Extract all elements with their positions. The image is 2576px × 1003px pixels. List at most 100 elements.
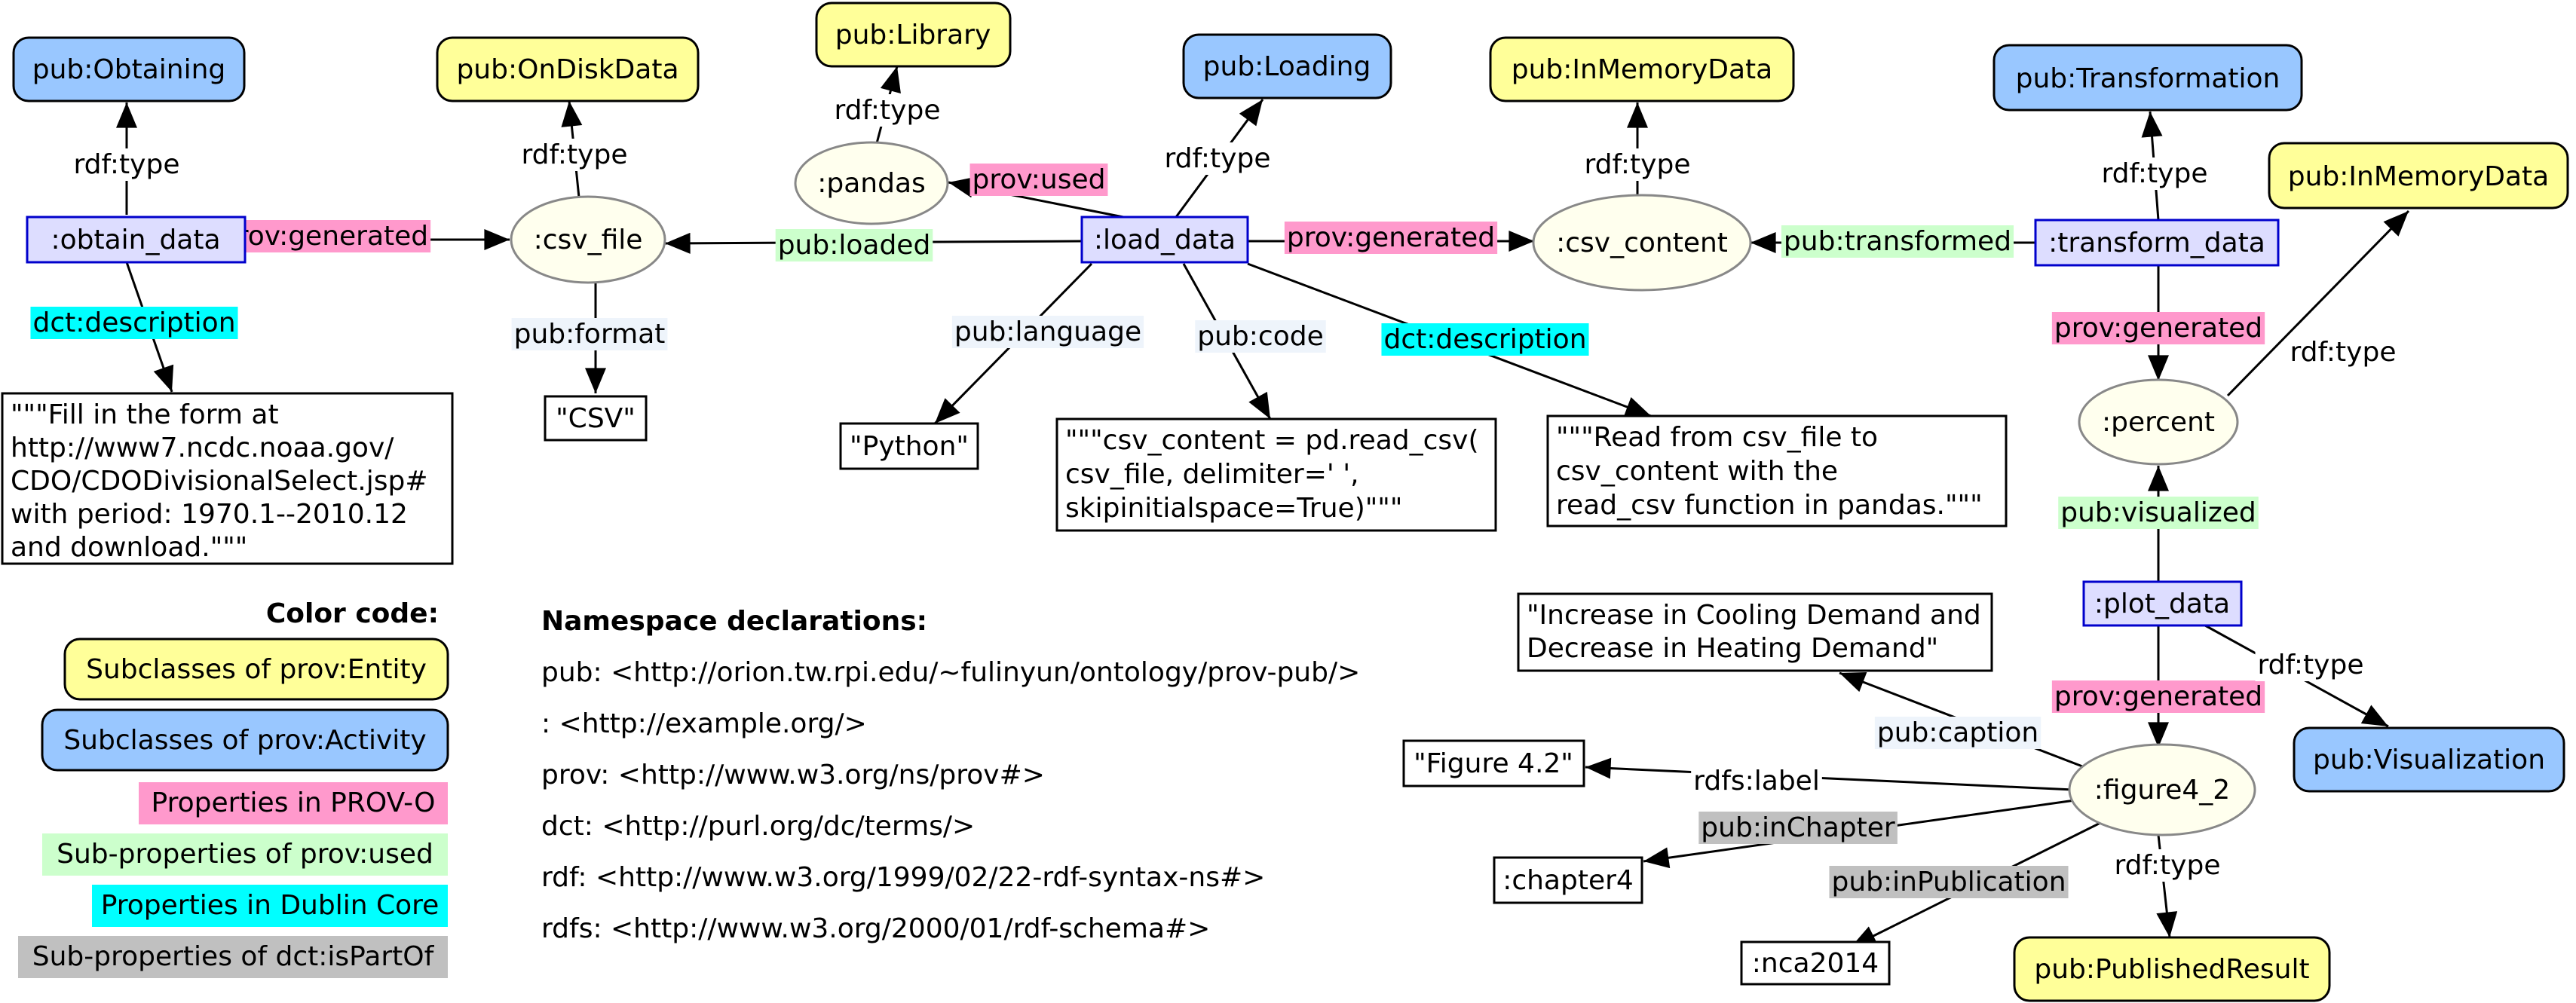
literal-caption: "Increase in Cooling Demand and Decrease… xyxy=(1527,600,1989,664)
label-rdf-type: rdf:type xyxy=(2290,337,2397,368)
node-figure4-2: :figure4_2 xyxy=(2094,775,2230,806)
literal-python-box xyxy=(839,422,979,470)
label-dct-description: dct:description xyxy=(32,307,235,338)
namespace-line: pub: <http://orion.tw.rpi.edu/~fulinyun/… xyxy=(541,657,1360,688)
color-legend: Color code: Subclasses of prov:Entity Su… xyxy=(18,598,449,978)
label-rdf-type: rdf:type xyxy=(522,139,628,170)
label-rdf-type: rdf:type xyxy=(2258,650,2364,680)
node-pub-publishedresult: pub:PublishedResult xyxy=(2034,954,2309,985)
literals: """Fill in the form at http://www7.ncdc.… xyxy=(1,392,2008,986)
legend-activity: Subclasses of prov:Activity xyxy=(63,725,426,756)
literal-line: skipinitialspace=True)""" xyxy=(1065,493,1402,524)
literal-line: """Read from csv_file to xyxy=(1556,422,1878,453)
node-pub-ondiskdata-box xyxy=(436,36,700,102)
legend-entity: Subclasses of prov:Entity xyxy=(86,654,427,685)
literal-line: CDO/CDODivisionalSelect.jsp# xyxy=(11,466,427,497)
node-pub-library-box xyxy=(815,2,1012,68)
literal-line: with period: 1970.1--2010.12 xyxy=(11,499,408,530)
legend-used: Sub-properties of prov:used xyxy=(57,839,433,870)
label-rdf-type: rdf:type xyxy=(2102,158,2208,189)
legend-dublin-swatch xyxy=(92,885,448,927)
node-chapter4-box xyxy=(1493,856,1643,904)
literal-code-box xyxy=(1055,417,1497,532)
literal-csv: "CSV" xyxy=(556,403,636,434)
namespace-title: Namespace declarations: xyxy=(541,606,927,637)
label-prov-generated: prov:generated xyxy=(1287,222,1495,253)
namespace-line: : <http://example.org/> xyxy=(541,708,867,739)
literal-line: http://www7.ncdc.noaa.gov/ xyxy=(11,433,394,463)
label-prov-generated: prov:generated xyxy=(2054,313,2262,344)
class-nodes: pub:Obtaining pub:OnDiskData pub:Library… xyxy=(12,2,2569,1002)
node-pub-inmemorydata-2-box xyxy=(2268,142,2569,209)
node-pub-publishedresult-box xyxy=(2013,936,2331,1002)
literal-line: "Increase in Cooling Demand and xyxy=(1527,600,1981,631)
label-rdf-type: rdf:type xyxy=(835,95,941,126)
edge-percent-type xyxy=(2226,209,2410,397)
node-load-data: :load_data xyxy=(1094,225,1236,255)
node-pub-library: pub:Library xyxy=(835,20,991,50)
namespace-line: rdf: <http://www.w3.org/1999/02/22-rdf-s… xyxy=(541,862,1265,893)
node-nca2014: :nca2014 xyxy=(1752,948,1879,979)
literal-load-description-box xyxy=(1546,414,2008,527)
label-dct-description: dct:description xyxy=(1383,324,1586,355)
node-percent: :percent xyxy=(2102,407,2215,438)
legend-activity-swatch xyxy=(41,708,449,772)
node-pub-obtaining-box xyxy=(12,36,246,102)
literal-csv-box xyxy=(544,395,648,442)
node-pub-loading: pub:Loading xyxy=(1203,51,1371,82)
node-plot-data: :plot_data xyxy=(2094,589,2230,619)
label-rdf-type: rdf:type xyxy=(74,149,180,180)
literal-figure-label: "Figure 4.2" xyxy=(1414,748,1573,779)
node-pub-loading-box xyxy=(1182,33,1392,99)
node-csv-file-ellipse xyxy=(510,195,666,284)
node-figure4-2-ellipse xyxy=(2068,743,2256,836)
literal-load-description: """Read from csv_file to csv_content wit… xyxy=(1556,422,1983,521)
literal-python: "Python" xyxy=(850,431,969,462)
literal-line: csv_file, delimiter=' ', xyxy=(1065,459,1359,490)
node-plot-data-box xyxy=(2082,580,2243,627)
literal-obtain-description: """Fill in the form at http://www7.ncdc.… xyxy=(11,399,436,563)
node-transform-data-box xyxy=(2034,219,2280,267)
label-pub-inpublication: pub:inPublication xyxy=(1831,867,2066,898)
node-load-data-box xyxy=(1080,216,1249,264)
node-obtain-data: :obtain_data xyxy=(51,225,220,255)
edge-labels: rdf:type prov:generated dct:description … xyxy=(30,94,2399,898)
node-percent-ellipse xyxy=(2078,378,2239,466)
literal-line: read_csv function in pandas.""" xyxy=(1556,490,1983,521)
literal-line: csv_content with the xyxy=(1556,456,1838,487)
node-pandas: :pandas xyxy=(817,168,926,199)
activity-instances: :obtain_data :load_data :transform_data … xyxy=(26,216,2280,627)
literal-code: """csv_content = pd.read_csv( csv_file, … xyxy=(1065,425,1487,524)
node-csv-content-ellipse xyxy=(1532,194,1752,292)
node-chapter4: :chapter4 xyxy=(1502,865,1634,896)
legend-partof: Sub-properties of dct:isPartOf xyxy=(32,941,435,972)
legend-partof-swatch xyxy=(18,936,448,978)
label-pub-language: pub:language xyxy=(954,316,1141,347)
node-pub-inmemorydata-box xyxy=(1489,36,1795,102)
label-prov-generated: prov:generated xyxy=(2054,681,2262,712)
node-pub-visualization: pub:Visualization xyxy=(2313,745,2545,775)
node-pub-inmemorydata: pub:InMemoryData xyxy=(1512,54,1772,85)
legend-prov-swatch xyxy=(139,782,448,824)
node-pub-ondiskdata: pub:OnDiskData xyxy=(456,54,678,85)
legend-dublin: Properties in Dublin Core xyxy=(101,890,440,921)
literal-line: """csv_content = pd.read_csv( xyxy=(1065,425,1479,456)
node-csv-content: :csv_content xyxy=(1556,228,1728,258)
node-pub-transformation: pub:Transformation xyxy=(2016,63,2280,94)
legend-title: Color code: xyxy=(266,598,439,629)
label-pub-inchapter: pub:inChapter xyxy=(1701,812,1895,843)
node-pandas-ellipse xyxy=(794,141,949,225)
label-prov-generated: prov:generated xyxy=(220,221,428,252)
node-obtain-data-box xyxy=(26,216,247,264)
literal-line: and download.""" xyxy=(11,532,247,563)
edge-figure-label xyxy=(1585,757,2074,791)
label-rdf-type: rdf:type xyxy=(2115,850,2221,881)
literal-line: Decrease in Heating Demand" xyxy=(1527,633,1938,664)
label-pub-loaded: pub:loaded xyxy=(778,230,931,261)
literal-caption-box xyxy=(1517,592,1993,672)
label-rdf-type: rdf:type xyxy=(1585,149,1691,180)
label-prov-used: prov:used xyxy=(973,164,1106,195)
node-csv-file: :csv_file xyxy=(534,225,643,255)
node-pub-transformation-box xyxy=(1992,44,2303,112)
